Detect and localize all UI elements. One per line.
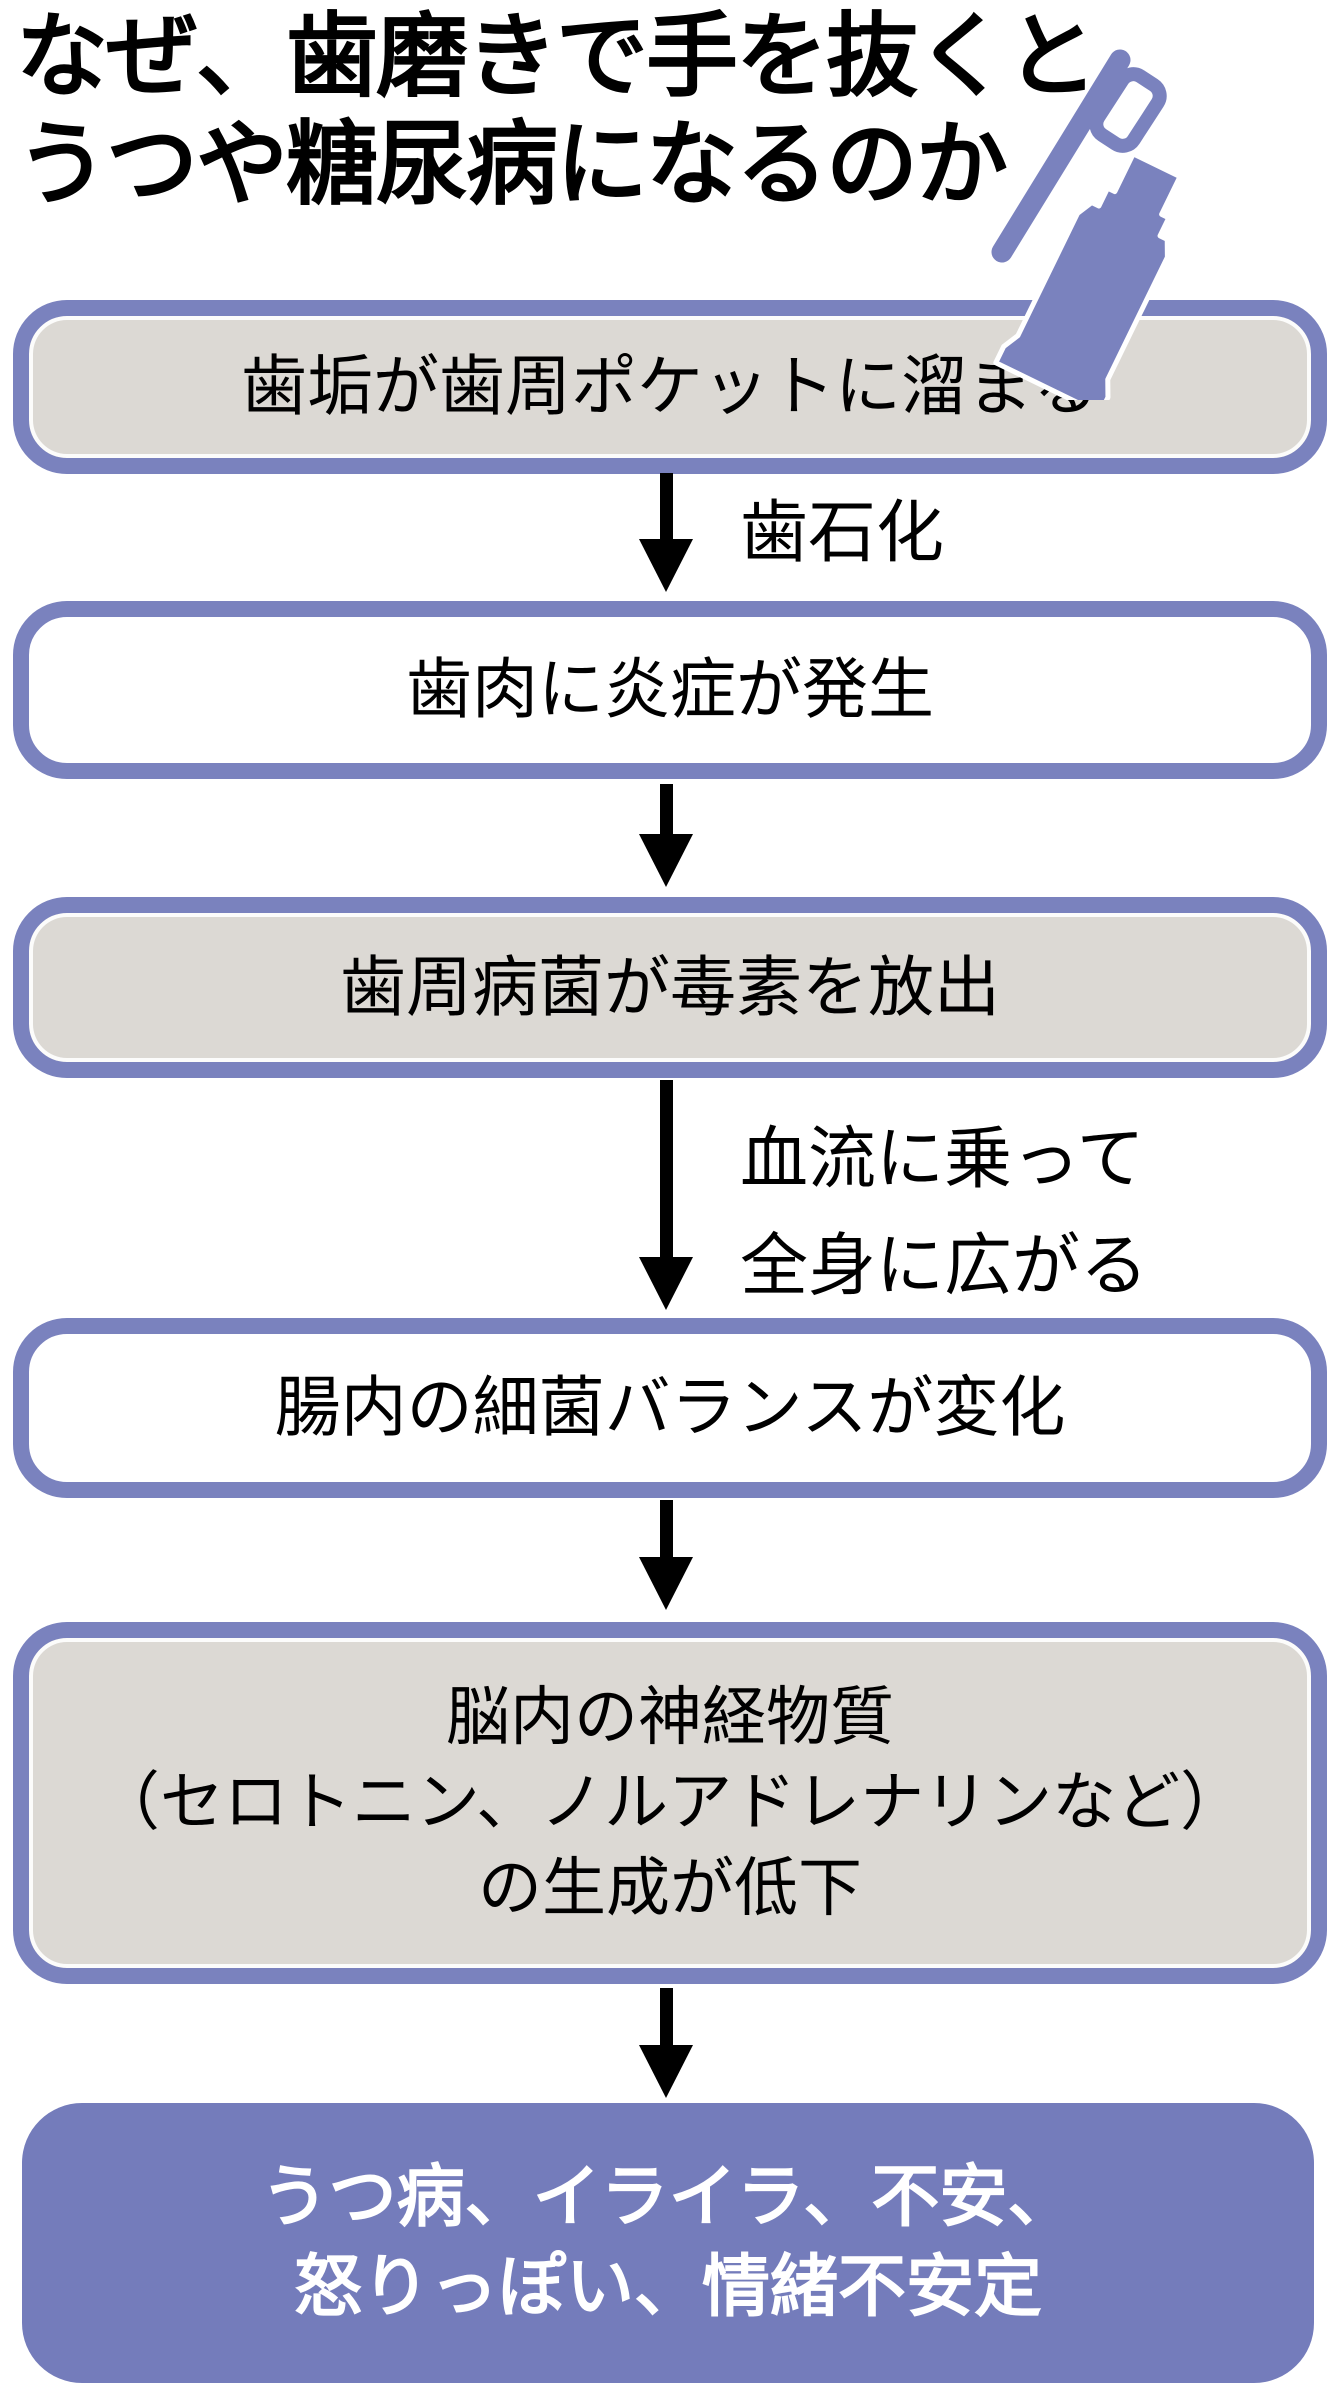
down-arrow-4 <box>639 1500 693 1610</box>
toothbrush-head <box>1089 67 1167 153</box>
flow-step-4-text: 腸内の細菌バランスが変化 <box>274 1370 1066 1445</box>
arrow-head <box>639 1557 693 1610</box>
toothbrush-toothpaste-svg <box>991 49 1183 417</box>
down-arrow-5 <box>639 1988 693 2098</box>
flow-step-3-text: 歯周病菌が毒素を放出 <box>340 949 1000 1024</box>
arrow-1-label: 歯石化 <box>740 495 945 571</box>
arrow-head <box>639 2045 693 2098</box>
arrow-head <box>639 539 693 592</box>
arrow-3-label: 血流に乗って 全身に広がる <box>740 1121 1149 1304</box>
flow-step-4-box: 腸内の細菌バランスが変化 <box>13 1318 1327 1498</box>
arrow-head <box>639 1257 693 1310</box>
toothpaste-tube <box>993 151 1183 417</box>
flow-step-6-text: うつ病、イライラ、不安、 怒りっぽい、情緒不安定 <box>260 2159 1076 2325</box>
toothbrush-handle <box>991 49 1131 263</box>
flow-step-2-box: 歯肉に炎症が発生 <box>13 601 1327 779</box>
flow-step-1-text: 歯垢が歯周ポケットに溜まる <box>241 349 1099 424</box>
arrow-head <box>639 834 693 887</box>
arrow-shaft <box>659 1500 673 1557</box>
down-arrow-3 <box>639 1080 693 1310</box>
arrow-shaft <box>659 473 673 539</box>
down-arrow-1 <box>639 473 693 592</box>
arrow-shaft <box>659 784 673 834</box>
toothbrush-and-toothpaste-icon <box>950 25 1340 417</box>
down-arrow-2 <box>639 784 693 887</box>
flow-step-5-text: 脳内の神経物質 （セロトニン、ノルアドレナリンなど） の生成が低下 <box>95 1681 1245 1924</box>
flow-step-6-box: うつ病、イライラ、不安、 怒りっぽい、情緒不安定 <box>22 2103 1314 2383</box>
page-title: なぜ、歯磨きで手を抜くと うつや糖尿病になるのか <box>16 6 1098 216</box>
arrow-shaft <box>659 1988 673 2045</box>
flow-step-5-box: 脳内の神経物質 （セロトニン、ノルアドレナリンなど） の生成が低下 <box>13 1622 1327 1984</box>
arrow-shaft <box>659 1080 673 1257</box>
flow-step-3-box: 歯周病菌が毒素を放出 <box>13 897 1327 1078</box>
flow-step-2-text: 歯肉に炎症が発生 <box>406 652 934 727</box>
